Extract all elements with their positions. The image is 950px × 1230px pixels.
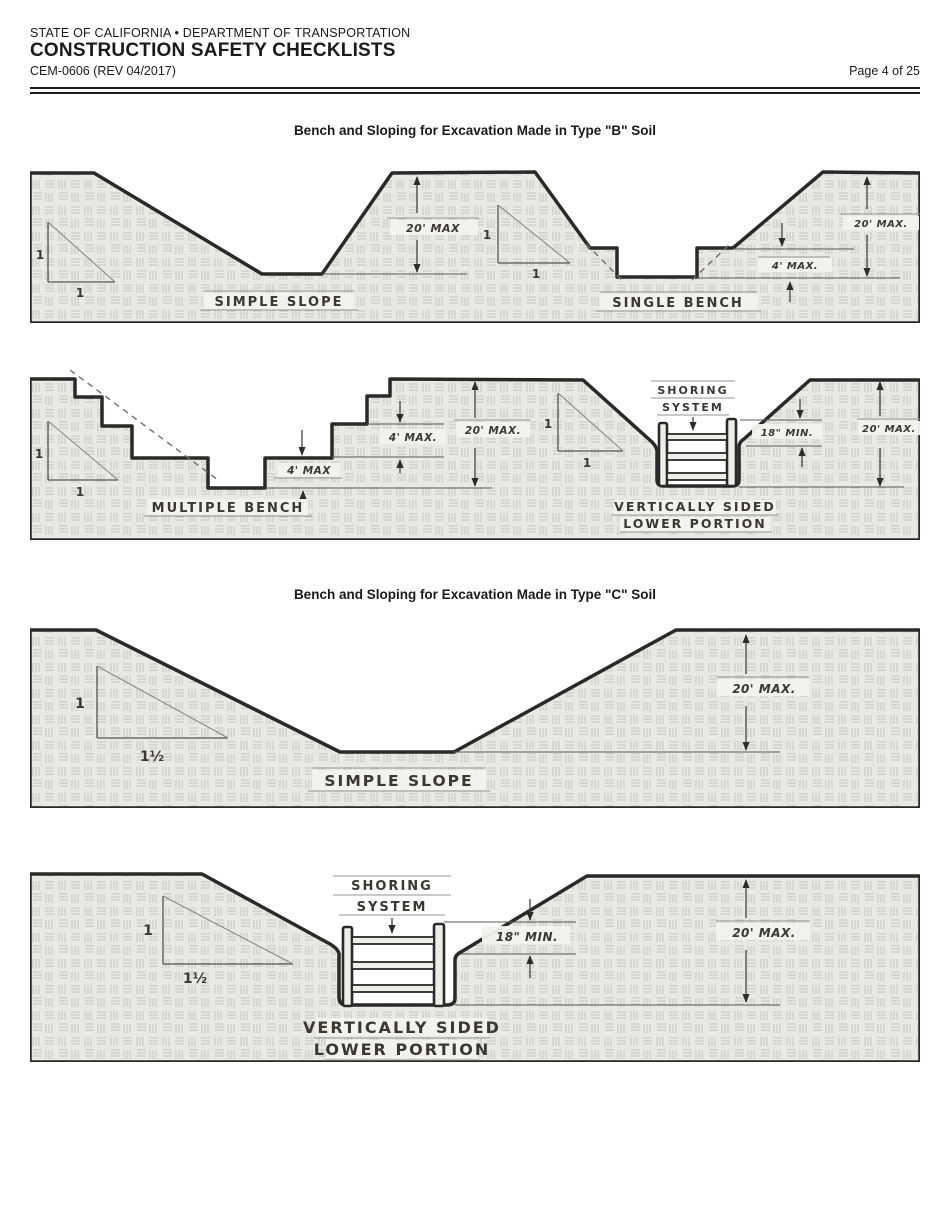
section-title-type-b: Bench and Sloping for Excavation Made in… bbox=[293, 123, 657, 138]
simple-slope-label: SIMPLE SLOPE bbox=[200, 290, 358, 311]
depth-dimension-label: 20' MAX. bbox=[862, 424, 916, 435]
bench-dimension-label: 4' MAX. bbox=[771, 261, 818, 272]
shoring-label-line2: SYSTEM bbox=[662, 401, 724, 414]
diagram-caption: MULTIPLE BENCH bbox=[152, 501, 305, 516]
soil-profile bbox=[30, 170, 920, 323]
ratio-horizontal: 1 bbox=[76, 485, 84, 499]
shoring-label-line1: SHORING bbox=[351, 879, 433, 894]
shoring-rail-right bbox=[432, 922, 446, 1008]
shoring-rail-left bbox=[657, 421, 669, 488]
slope-ratio-triangle: 1 1½ bbox=[75, 665, 229, 765]
multiple-bench-label: MULTIPLE BENCH bbox=[144, 499, 312, 517]
slope-ratio-triangle: 1 1½ bbox=[143, 895, 294, 987]
section-title-type-c: Bench and Sloping for Excavation Made in… bbox=[293, 587, 657, 602]
shoring-rail-right bbox=[725, 417, 738, 488]
depth-dimension: 20' MAX. bbox=[716, 879, 810, 1003]
diagram-type-c-simple-slope: 1 1½ 20' MAX. SIMPLE SLOPE bbox=[30, 628, 920, 808]
diagram-caption: SIMPLE SLOPE bbox=[215, 295, 344, 310]
caption-line2: LOWER PORTION bbox=[623, 516, 767, 531]
header-rule-bottom bbox=[30, 92, 920, 94]
ratio-vertical: 1 bbox=[544, 417, 552, 431]
diagram-type-b-multiple-bench-vertical: 1 1 4' MAX 4' MAX. 20' MAX. bbox=[30, 369, 920, 540]
shield-dimension: 18" MIN. bbox=[740, 399, 822, 467]
slope-ratio-triangle-right: 1 1 bbox=[544, 392, 624, 470]
ratio-vertical: 1 bbox=[75, 696, 85, 712]
caption-line1: VERTICALLY SIDED bbox=[303, 1018, 501, 1037]
depth-dimension-label: 20' MAX. bbox=[732, 926, 796, 940]
vertically-sided-label: VERTICALLY SIDED LOWER PORTION bbox=[303, 1018, 501, 1061]
diagram-caption: SINGLE BENCH bbox=[612, 296, 744, 311]
depth-dimension-right: 20' MAX. bbox=[840, 176, 920, 277]
depth-dimension-label: 20' MAX. bbox=[465, 425, 521, 437]
depth-dimension-label: 20' MAX bbox=[406, 222, 460, 235]
bench-dimension: 4' MAX. bbox=[758, 223, 832, 302]
ratio-horizontal: 1½ bbox=[140, 749, 164, 765]
ratio-horizontal: 1 bbox=[76, 286, 84, 300]
single-bench-label: SINGLE BENCH bbox=[596, 291, 761, 312]
shoring-rail-left bbox=[341, 925, 354, 1008]
diagram-type-b-simple-slope-single-bench: 1 1 20' MAX SIMPLE SLOPE 1 1 bbox=[30, 170, 920, 323]
soil-profile bbox=[30, 628, 920, 808]
agency-line: STATE OF CALIFORNIA • DEPARTMENT OF TRAN… bbox=[30, 26, 411, 40]
page-indicator: Page 4 of 25 bbox=[849, 64, 920, 78]
shoring-system-label: SHORING SYSTEM bbox=[651, 380, 735, 431]
shoring-crossbeam bbox=[351, 936, 435, 945]
shoring-crossbeam bbox=[351, 984, 435, 993]
shield-dimension-label: 18" MIN. bbox=[761, 428, 813, 439]
slope-projection-dashed-right bbox=[691, 243, 731, 281]
depth-dimension-left: 20' MAX bbox=[387, 176, 479, 273]
slope-ratio-triangle-left: 1 1 bbox=[35, 420, 119, 499]
simple-slope-label: SIMPLE SLOPE bbox=[308, 767, 490, 792]
ratio-vertical: 1 bbox=[483, 228, 491, 242]
ratio-horizontal: 1½ bbox=[183, 971, 207, 987]
slope-ratio-triangle-left: 1 1 bbox=[36, 221, 116, 300]
shoring-crossbeam bbox=[666, 433, 728, 441]
diagram-caption: SIMPLE SLOPE bbox=[324, 772, 473, 790]
ratio-horizontal: 1 bbox=[532, 267, 540, 281]
shoring-system-drawing bbox=[341, 922, 446, 1008]
depth-dimension: 20' MAX. bbox=[717, 634, 809, 751]
depth-dimension-label: 20' MAX. bbox=[854, 219, 908, 230]
soil-profile bbox=[30, 872, 920, 1062]
bench-dimension-upper: 4' MAX. bbox=[332, 401, 446, 473]
document-title: CONSTRUCTION SAFETY CHECKLISTS bbox=[30, 40, 396, 61]
slope-projection-dashed-left bbox=[585, 243, 623, 281]
ratio-vertical: 1 bbox=[143, 923, 153, 939]
bench-dimension-lower: 4' MAX bbox=[274, 430, 342, 504]
bench-dimension-label: 4' MAX. bbox=[388, 432, 437, 444]
diagram-type-c-vertical-lower: 1 1½ SHORING SYSTEM 18" MIN. bbox=[30, 872, 920, 1062]
ratio-vertical: 1 bbox=[36, 248, 44, 262]
ratio-vertical: 1 bbox=[35, 447, 43, 461]
bench-dimension-label: 4' MAX bbox=[286, 465, 331, 477]
shoring-crossbeam bbox=[351, 961, 435, 970]
shoring-system-label: SHORING SYSTEM bbox=[333, 875, 451, 934]
shoring-label-line2: SYSTEM bbox=[357, 900, 428, 915]
depth-dimension-left: 20' MAX. bbox=[454, 381, 530, 487]
caption-line2: LOWER PORTION bbox=[314, 1040, 490, 1059]
shoring-label-line1: SHORING bbox=[657, 384, 728, 397]
slope-projection-dashed bbox=[69, 369, 219, 481]
depth-dimension-label: 20' MAX. bbox=[732, 682, 796, 696]
depth-dimension-right: 20' MAX. bbox=[857, 381, 920, 487]
vertically-sided-label: VERTICALLY SIDED LOWER PORTION bbox=[612, 499, 778, 533]
shield-dimension: 18" MIN. bbox=[444, 899, 576, 978]
caption-line1: VERTICALLY SIDED bbox=[614, 499, 776, 514]
ratio-horizontal: 1 bbox=[583, 456, 591, 470]
slope-ratio-triangle-mid: 1 1 bbox=[483, 204, 571, 281]
shield-dimension-label: 18" MIN. bbox=[496, 930, 558, 944]
header-rule-top bbox=[30, 87, 920, 89]
form-number: CEM-0606 (REV 04/2017) bbox=[30, 64, 176, 78]
shoring-system-drawing bbox=[657, 417, 738, 488]
shoring-crossbeam bbox=[666, 472, 728, 481]
shoring-crossbeam bbox=[666, 452, 728, 461]
